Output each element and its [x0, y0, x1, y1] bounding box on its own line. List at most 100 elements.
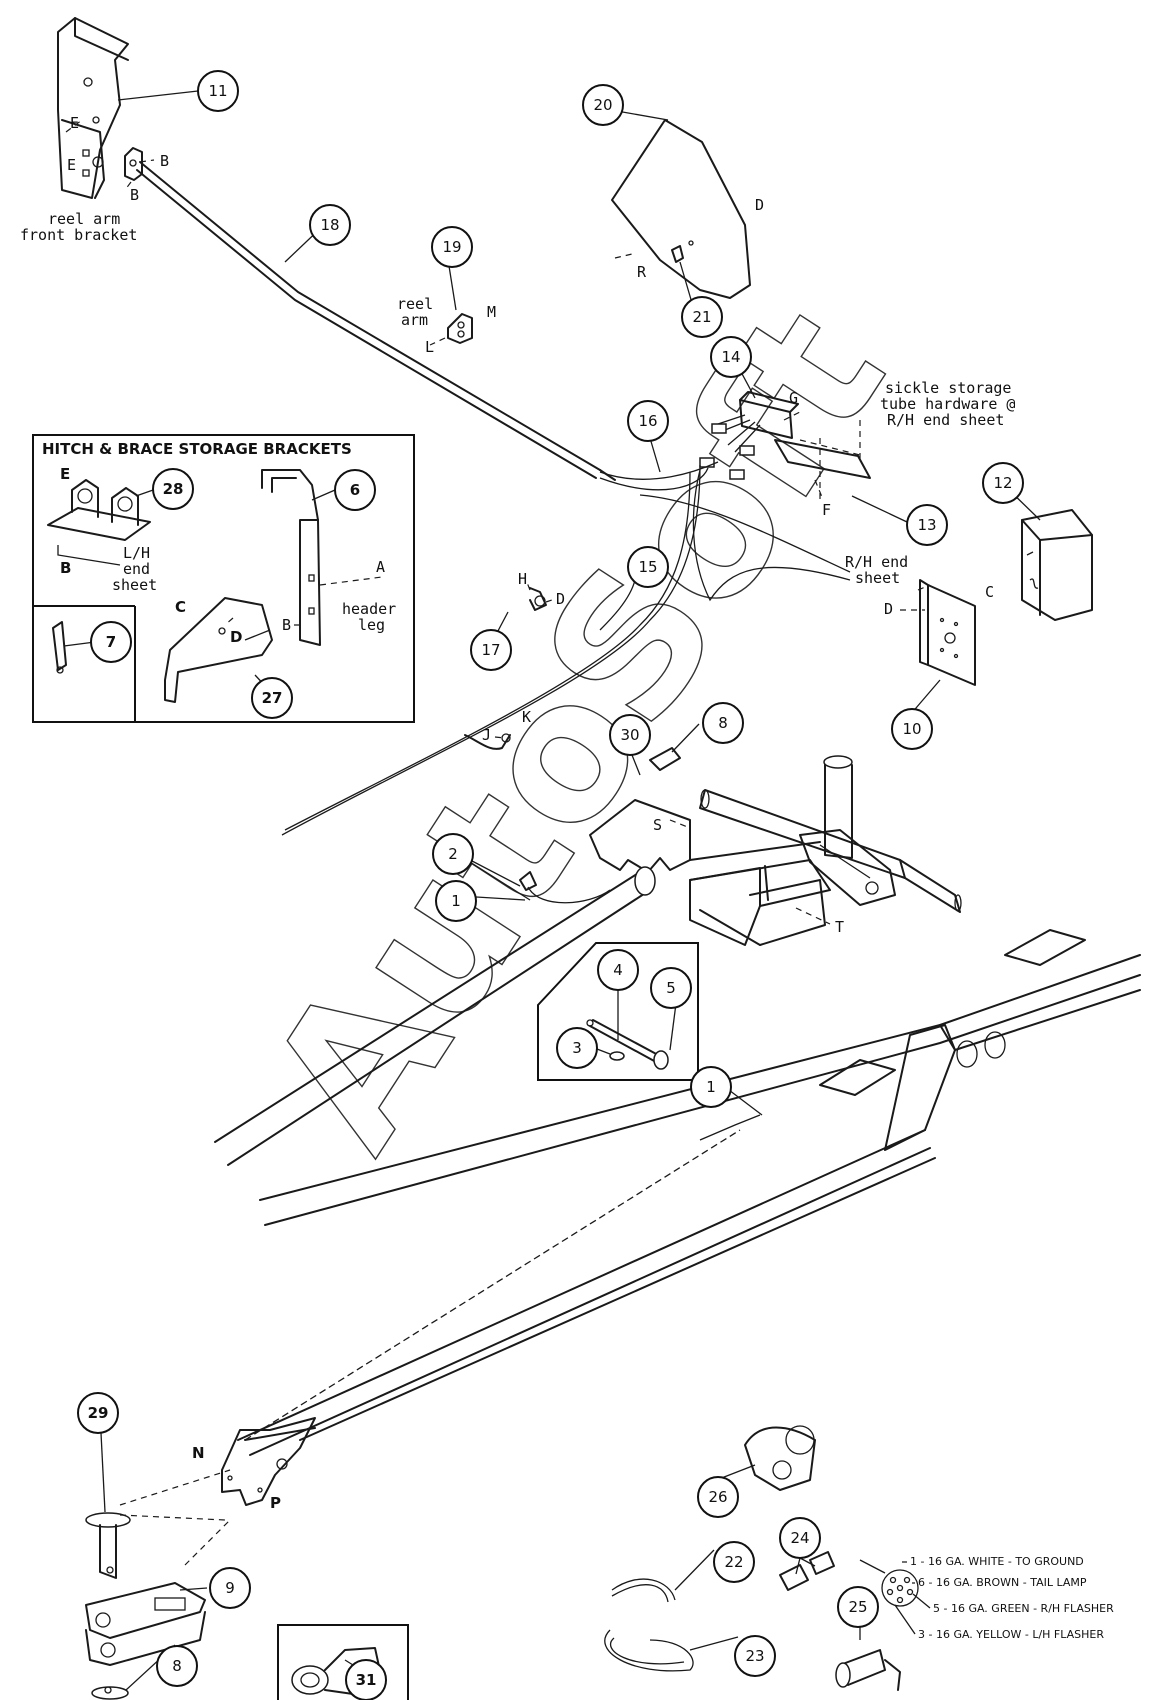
callout-label: 28 [163, 480, 184, 498]
label-sickle-3: R/H end sheet [887, 411, 1004, 429]
ref-letter: H [518, 570, 527, 588]
callout-7: 7 [90, 621, 132, 663]
label-front-bracket: front bracket [20, 226, 137, 244]
callout-label: 2 [448, 845, 458, 863]
callout-label: 15 [638, 558, 657, 576]
ref-letter: C [985, 583, 994, 601]
callout-14: 14 [710, 336, 752, 378]
end-sheet-plate-part [919, 579, 976, 686]
callout-9: 9 [209, 1567, 251, 1609]
callout-label: 21 [692, 308, 711, 326]
label-header: header [342, 600, 396, 618]
callout-2: 2 [432, 833, 474, 875]
ref-letter: C [175, 598, 186, 616]
brace-tube-part [214, 866, 656, 1166]
callout-label: 26 [708, 1488, 727, 1506]
label-sickle-2: tube hardware @ [880, 395, 1015, 413]
lamp-box-part [1021, 509, 1093, 621]
callout-26: 26 [697, 1476, 739, 1518]
callout-28: 28 [152, 468, 194, 510]
callout-4: 4 [597, 949, 639, 991]
main-frame-part [221, 929, 1141, 1506]
ref-letter: R [637, 263, 647, 281]
callout-23: 23 [734, 1635, 776, 1677]
ref-letter: B [60, 559, 71, 577]
callout-8-upper: 8 [702, 702, 744, 744]
wiring-legend-line: 5 - 16 GA. GREEN - R/H FLASHER [933, 1602, 1114, 1615]
wiring-legend-line: 1 - 16 GA. WHITE - TO GROUND [910, 1555, 1084, 1568]
callout-label: 18 [320, 216, 339, 234]
callout-label: 30 [620, 726, 639, 744]
callout-label: 23 [745, 1647, 764, 1665]
callout-label: 11 [208, 82, 227, 100]
callout-label: 6 [350, 481, 360, 499]
callout-label: 29 [88, 1404, 109, 1422]
ref-letter: E [70, 114, 79, 132]
ref-letter: K [522, 708, 531, 726]
callout-11: 11 [197, 70, 239, 112]
ref-letter: T [835, 918, 844, 936]
reel-arm-bracket-part [447, 313, 473, 344]
callout-3: 3 [556, 1027, 598, 1069]
end-shield-part [611, 119, 751, 299]
label-sickle-1: sickle storage [885, 379, 1011, 397]
tow-hook-inset [277, 1624, 409, 1700]
ref-letter: G [789, 389, 798, 407]
ref-letter: E [60, 465, 70, 483]
label-rh-end-1: R/H end [845, 553, 908, 571]
ref-letter: B [130, 186, 139, 204]
ref-letter: D [884, 600, 893, 618]
connector-parts [604, 1551, 919, 1691]
callout-label: 3 [572, 1039, 582, 1057]
wiring-legend: 1 - 16 GA. WHITE - TO GROUND 6 - 16 GA. … [894, 1555, 1114, 1641]
ref-letter: L [425, 338, 434, 356]
callout-1-upper: 1 [435, 880, 477, 922]
callout-label: 5 [666, 979, 676, 997]
wiring-legend-line: 3 - 16 GA. YELLOW - L/H FLASHER [918, 1628, 1104, 1641]
ref-letter: M [487, 303, 496, 321]
ref-letter: A [376, 558, 385, 576]
callout-label: 14 [721, 348, 740, 366]
ref-letter: B [160, 152, 169, 170]
callout-27: 27 [251, 677, 293, 719]
wiring-legend-line: 6 - 16 GA. BROWN - TAIL LAMP [918, 1576, 1087, 1589]
callout-label: 31 [356, 1671, 377, 1689]
callout-label: 24 [790, 1529, 809, 1547]
ref-letter: S [653, 816, 662, 834]
callout-5: 5 [650, 967, 692, 1009]
reference-letters: E E B B D R M L G F C D H D J K S T A B … [60, 114, 994, 1512]
callout-12: 12 [982, 462, 1024, 504]
callout-label: 20 [593, 96, 612, 114]
callout-1-lower: 1 [690, 1066, 732, 1108]
hitch-jack-mount-part [589, 747, 962, 946]
callout-label: 10 [902, 720, 921, 738]
ref-letter: P [270, 1494, 281, 1512]
label-reel: reel [397, 295, 433, 313]
label-arm: arm [401, 311, 428, 329]
callout-6: 6 [334, 469, 376, 511]
hitch-clevis-part [85, 1469, 231, 1700]
label-leg: leg [358, 616, 385, 634]
ref-letter: J [482, 726, 491, 744]
pin-kit-inset [537, 942, 699, 1081]
label-lh-1: L/H [123, 544, 150, 562]
callout-label: 1 [706, 1078, 716, 1096]
label-reel-arm: reel arm [48, 210, 120, 228]
callout-label: 8 [172, 1657, 182, 1675]
callout-label: 4 [613, 961, 623, 979]
callout-label: 16 [638, 412, 657, 430]
callout-label: 17 [481, 641, 500, 659]
callout-label: 22 [724, 1553, 743, 1571]
ref-letter: B [282, 616, 291, 634]
wiring-harness-part [281, 391, 871, 836]
callout-label: 8 [718, 714, 728, 732]
callout-25: 25 [837, 1586, 879, 1628]
hose-clips-part [464, 587, 547, 750]
callout-label: 13 [917, 516, 936, 534]
label-lh-2: end [123, 560, 150, 578]
callout-18: 18 [309, 204, 351, 246]
callout-15: 15 [627, 546, 669, 588]
callout-label: 27 [262, 689, 283, 707]
callout-label: 19 [442, 238, 461, 256]
